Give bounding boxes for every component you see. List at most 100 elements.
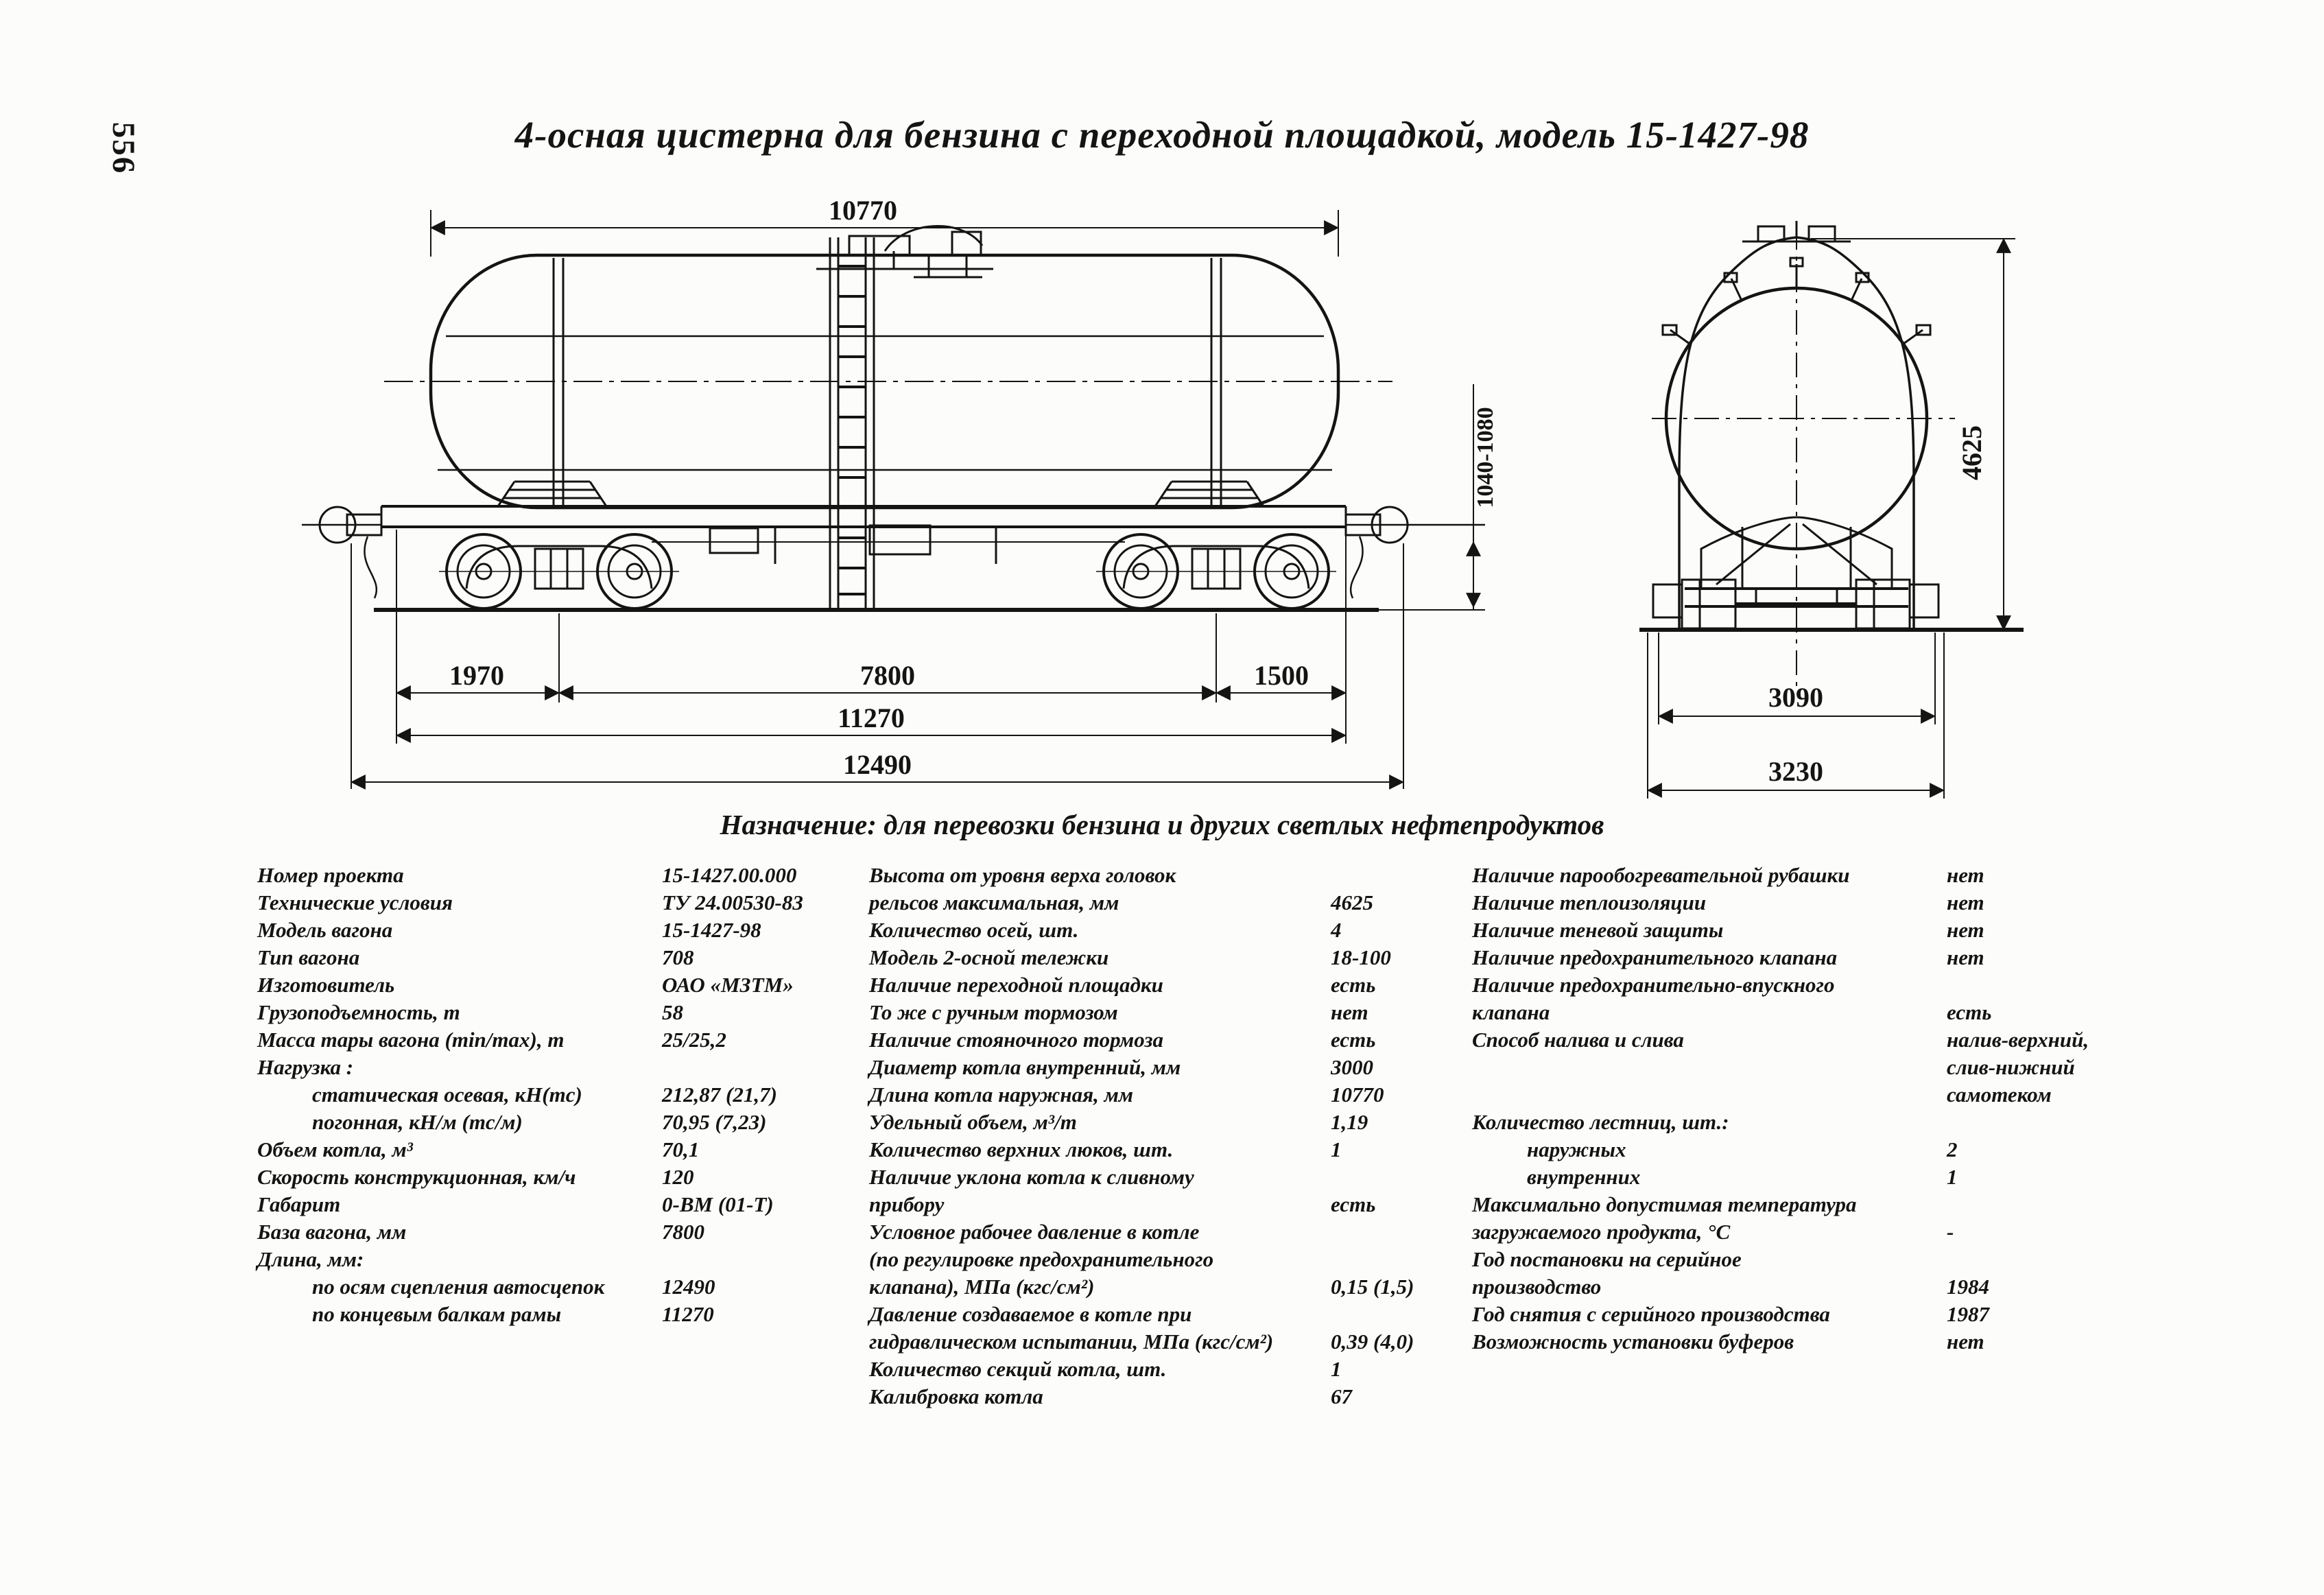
spec-row: Наличие уклона котла к сливному — [869, 1163, 1466, 1191]
spec-value: нет — [1947, 1330, 1984, 1354]
dim-tank-length: 10770 — [829, 195, 897, 226]
spec-label: погонная, кН/м (тс/м) — [312, 1110, 523, 1134]
spec-row: Год постановки на серийное — [1472, 1246, 2213, 1273]
spec-label: рельсов максимальная, мм — [869, 890, 1119, 914]
spec-row: Наличие парообогревательной рубашки нет — [1472, 862, 2213, 889]
spec-value: есть — [1947, 1000, 1992, 1024]
spec-value: ОАО «МЗТМ» — [662, 973, 794, 997]
spec-value: 1987 — [1947, 1302, 1989, 1326]
spec-row: Длина, мм: — [257, 1246, 861, 1273]
spec-label: загружаемого продукта, °С — [1472, 1220, 1731, 1244]
spec-value: 11270 — [662, 1302, 714, 1326]
spec-row: Наличие теневой защиты нет — [1472, 917, 2213, 944]
spec-label: Количество лестниц, шт.: — [1472, 1110, 1729, 1134]
spec-label: Тип вагона — [257, 945, 360, 969]
spec-value: 708 — [662, 945, 694, 969]
end-view-dim-labels: 4625 3090 3230 — [1768, 425, 1987, 787]
spec-value: 1,19 — [1331, 1110, 1368, 1134]
dim-left-overhang: 1970 — [449, 660, 504, 691]
spec-row: Технические условия ТУ 24.00530-83 — [257, 889, 861, 917]
spec-label: Грузоподъемность, т — [257, 1000, 460, 1024]
spec-label: Максимально допустимая температура — [1472, 1192, 1857, 1216]
spec-value: 18-100 — [1331, 945, 1391, 969]
spec-label: Длина, мм: — [257, 1247, 364, 1271]
spec-value: 120 — [662, 1165, 694, 1189]
spec-row: Количество верхних люков, шт.1 — [869, 1136, 1466, 1163]
spec-label: Наличие предохранительного клапана — [1472, 945, 1838, 969]
dim-bogie-base: 7800 — [860, 660, 915, 691]
spec-value: нет — [1331, 1000, 1368, 1024]
spec-label: Длина котла наружная, мм — [869, 1083, 1134, 1107]
spec-row: Нагрузка : — [257, 1054, 861, 1081]
spec-label: Объем котла, м³ — [257, 1137, 413, 1161]
spec-row: Максимально допустимая температура — [1472, 1191, 2213, 1218]
spec-label: Условное рабочее давление в котле — [869, 1220, 1200, 1244]
side-view-dim-labels: 10770 1970 7800 1500 11270 12490 1040-10… — [449, 195, 1498, 780]
spec-label: Высота от уровня верха головок — [869, 863, 1176, 887]
spec-value: налив-верхний, — [1947, 1028, 2089, 1052]
spec-value: 70,1 — [662, 1137, 700, 1161]
spec-value: 15-1427.00.000 — [662, 863, 797, 887]
spec-label: База вагона, мм — [257, 1220, 407, 1244]
spec-label: Масса тары вагона (min/max), т — [257, 1028, 565, 1052]
spec-value: нет — [1947, 945, 1984, 969]
spec-label: по осям сцепления автосцепок — [312, 1275, 605, 1299]
spec-value: 1 — [1331, 1137, 1342, 1161]
spec-row: статическая осевая, кН(тс)212,87 (21,7) — [257, 1081, 861, 1109]
spec-value: - — [1947, 1220, 1954, 1244]
spec-value: самотеком — [1947, 1083, 2052, 1107]
spec-label: Возможность установки буферов — [1472, 1330, 1794, 1354]
spec-label: внутренних — [1527, 1165, 1641, 1189]
spec-label: Нагрузка : — [257, 1055, 354, 1079]
spec-value: нет — [1947, 918, 1984, 942]
spec-value: 0-ВМ (01-Т) — [662, 1192, 774, 1216]
spec-label: наружных — [1527, 1137, 1626, 1161]
spec-label: Модель 2-осной тележки — [869, 945, 1109, 969]
spec-value: 212,87 (21,7) — [662, 1083, 777, 1107]
spec-value: есть — [1331, 1192, 1376, 1216]
spec-value: 0,15 (1,5) — [1331, 1275, 1414, 1299]
dim-max-height: 4625 — [1956, 425, 1987, 480]
dim-max-width: 3230 — [1768, 756, 1823, 787]
spec-value: 0,39 (4,0) — [1331, 1330, 1414, 1354]
spec-value: 15-1427-98 — [662, 918, 761, 942]
spec-value: 10770 — [1331, 1083, 1384, 1107]
spec-row: Количество лестниц, шт.: — [1472, 1109, 2213, 1136]
spec-value: нет — [1947, 863, 1984, 887]
spec-value: 3000 — [1331, 1055, 1373, 1079]
spec-label: Наличие предохранительно-впускного — [1472, 973, 1835, 997]
spec-label: гидравлическом испытании, МПа (кгс/см²) — [869, 1330, 1274, 1354]
spec-label: То же с ручным тормозом — [869, 1000, 1118, 1024]
spec-row: Объем котла, м³ 70,1 — [257, 1136, 861, 1163]
spec-value: ТУ 24.00530-83 — [662, 890, 803, 914]
spec-row: погонная, кН/м (тс/м)70,95 (7,23) — [257, 1109, 861, 1136]
dim-frame-length: 11270 — [838, 702, 905, 733]
spec-label: Наличие парообогревательной рубашки — [1472, 863, 1850, 887]
spec-row: клапана), МПа (кгс/см²) 0,15 (1,5) — [869, 1273, 1466, 1301]
spec-label: Технические условия — [257, 890, 453, 914]
end-view-dimensions — [1646, 237, 2015, 799]
spec-row: Высота от уровня верха головок — [869, 862, 1466, 889]
spec-label: клапана), МПа (кгс/см²) — [869, 1275, 1095, 1299]
spec-label: Наличие уклона котла к сливному — [869, 1165, 1194, 1189]
spec-label: Наличие теневой защиты — [1472, 918, 1724, 942]
spec-label: Наличие переходной площадки — [869, 973, 1163, 997]
dim-coupler-length: 12490 — [843, 749, 912, 780]
spec-label: Калибровка котла — [869, 1384, 1043, 1408]
